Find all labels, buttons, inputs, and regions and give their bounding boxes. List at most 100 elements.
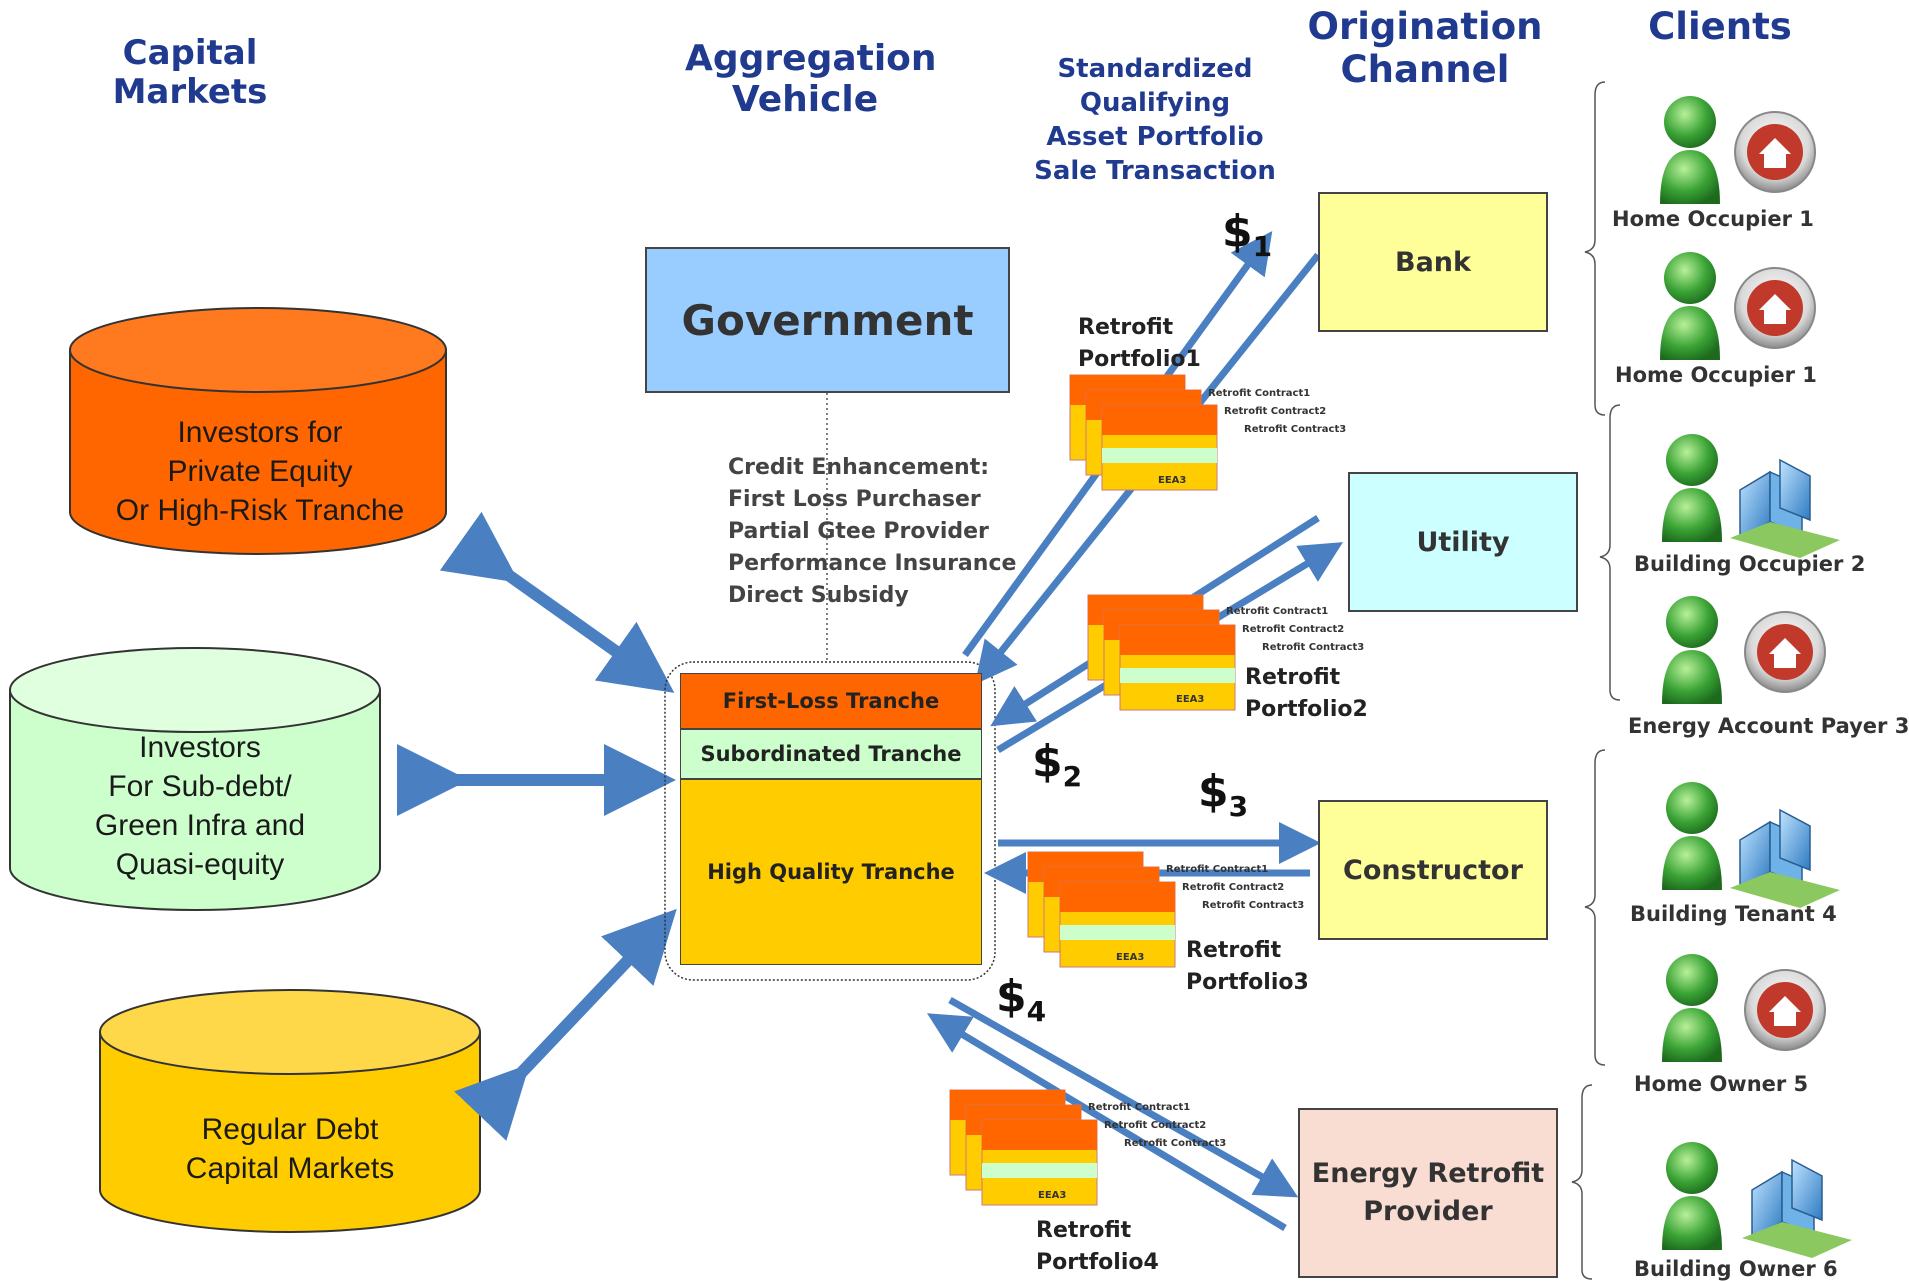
standardized-line-3: Asset Portfolio xyxy=(1046,122,1264,152)
dollar-subscript: 2 xyxy=(1062,760,1083,793)
aggregation-vehicle-header: Aggregation Vehicle xyxy=(685,38,937,121)
high-risk-investor-cylinder xyxy=(69,307,447,555)
sub-debt-investor-cylinder xyxy=(9,647,381,911)
origination-line-2: Channel xyxy=(1340,47,1510,91)
dollar-label-2: $2 xyxy=(1032,740,1082,791)
portfolio-stack-1 xyxy=(1069,374,1218,491)
subordinated-tranche: Subordinated Tranche xyxy=(680,729,982,779)
high-quality-tranche: High Quality Tranche xyxy=(680,779,982,965)
person-icon-6 xyxy=(1662,954,1722,1062)
home-icon-1 xyxy=(1734,111,1816,193)
credit-enhancement-title: Credit Enhancement: xyxy=(728,455,990,480)
standardized-header: Standardized Qualifying Asset Portfolio … xyxy=(1030,52,1280,188)
client-label-home-occupier-1a: Home Occupier 1 xyxy=(1612,207,1814,231)
sub-debt-line-1: Investors xyxy=(139,731,261,764)
double-arrow-high-risk xyxy=(439,511,675,693)
dollar-symbol: $ xyxy=(1032,736,1063,787)
portfolio-label-line: Portfolio2 xyxy=(1245,697,1368,722)
aggregation-vehicle-outline xyxy=(664,661,996,981)
client-label-building-tenant-4: Building Tenant 4 xyxy=(1630,902,1837,926)
origination-line-1: Origination xyxy=(1307,5,1543,48)
portfolio-label-line: Portfolio4 xyxy=(1036,1250,1159,1275)
portfolio-label-3: Retrofit Portfolio3 xyxy=(1186,935,1309,999)
high-risk-line-1: Investors for xyxy=(177,416,343,449)
retrofit-provider-line-2: Provider xyxy=(1363,1196,1493,1227)
dollar-label-4: $4 xyxy=(996,975,1046,1026)
client-label-energy-account-payer-3: Energy Account Payer 3 xyxy=(1628,714,1909,738)
regular-debt-cylinder xyxy=(99,989,481,1233)
building-icon-2 xyxy=(1730,808,1840,908)
high-risk-investor-label: Investors for Private Equity Or High-Ris… xyxy=(90,413,430,530)
person-icon-5 xyxy=(1662,782,1722,890)
portfolio-2-contract-2: Retrofit Contract2 xyxy=(1242,624,1345,635)
portfolio-label-line: Retrofit xyxy=(1186,938,1282,963)
portfolio-3-contract-3: Retrofit Contract3 xyxy=(1202,900,1305,911)
building-icon-1 xyxy=(1730,458,1840,558)
dollar-label-1: $1 xyxy=(1222,210,1272,261)
building-icon-3 xyxy=(1742,1158,1852,1258)
dollar-label-3: $3 xyxy=(1198,770,1248,821)
portfolio-label-line: Retrofit xyxy=(1078,315,1174,340)
portfolio-label-line: Retrofit xyxy=(1245,665,1341,690)
person-icon-3 xyxy=(1662,434,1722,542)
home-icon-2 xyxy=(1734,267,1816,349)
aggregation-line-2: Vehicle xyxy=(731,79,879,121)
portfolio-2-contract-1: Retrofit Contract1 xyxy=(1226,606,1329,617)
energy-retrofit-provider-box: Energy Retrofit Provider xyxy=(1298,1108,1558,1278)
first-loss-tranche: First-Loss Tranche xyxy=(680,673,982,729)
sub-debt-line-4: Quasi-equity xyxy=(115,848,285,881)
portfolio-label-4: Retrofit Portfolio4 xyxy=(1036,1215,1159,1279)
portfolio-label-line: Portfolio3 xyxy=(1186,970,1309,995)
standardized-line-2: Qualifying xyxy=(1079,88,1231,118)
dollar-symbol: $ xyxy=(996,971,1027,1022)
clients-header: Clients xyxy=(1648,5,1792,48)
person-icon-1 xyxy=(1660,96,1720,204)
bank-box: Bank xyxy=(1318,192,1548,332)
constructor-box: Constructor xyxy=(1318,800,1548,940)
regular-debt-line-2: Capital Markets xyxy=(185,1152,395,1185)
high-risk-line-3: Or High-Risk Tranche xyxy=(115,494,405,527)
portfolio-1-contract-2: Retrofit Contract2 xyxy=(1224,406,1327,417)
capital-markets-header: Capital Markets xyxy=(112,33,268,113)
regular-debt-line-1: Regular Debt xyxy=(201,1113,379,1146)
portfolio-label-line: Portfolio1 xyxy=(1078,347,1201,372)
portfolio-stack-4 xyxy=(949,1089,1098,1206)
double-arrow-regular-debt xyxy=(454,908,677,1141)
regular-debt-label: Regular Debt Capital Markets xyxy=(120,1110,460,1188)
aggregation-line-1: Aggregation xyxy=(685,38,937,79)
credit-enhancement-item: First Loss Purchaser xyxy=(728,487,981,512)
credit-enhancement-item: Partial Gtee Provider xyxy=(728,519,989,544)
dollar-subscript: 3 xyxy=(1228,790,1249,823)
government-box: Government xyxy=(645,247,1010,393)
sub-debt-investor-label: Investors For Sub-debt/ Green Infra and … xyxy=(30,728,370,884)
client-braces xyxy=(1571,81,1621,1280)
portfolio-1-contract-1: Retrofit Contract1 xyxy=(1208,388,1311,399)
client-label-building-owner-6: Building Owner 6 xyxy=(1634,1257,1838,1281)
home-icon-3 xyxy=(1744,611,1826,693)
origination-channel-header: Origination Channel xyxy=(1305,5,1545,91)
portfolio-3-eea: EEA3 xyxy=(1116,952,1145,963)
sub-debt-line-2: For Sub-debt/ xyxy=(108,770,292,803)
high-risk-line-2: Private Equity xyxy=(167,455,353,488)
portfolio-stack-2 xyxy=(1087,594,1236,711)
portfolio-4-contract-2: Retrofit Contract2 xyxy=(1104,1120,1207,1131)
portfolio-2-eea: EEA3 xyxy=(1176,694,1205,705)
credit-enhancement-item: Performance Insurance xyxy=(728,551,1017,576)
client-label-building-occupier-2: Building Occupier 2 xyxy=(1634,552,1866,576)
portfolio-label-1: Retrofit Portfolio1 xyxy=(1078,312,1201,376)
portfolio-1-eea: EEA3 xyxy=(1158,475,1187,486)
dollar-symbol: $ xyxy=(1198,766,1229,817)
portfolio-label-2: Retrofit Portfolio2 xyxy=(1245,662,1368,726)
portfolio-3-contract-1: Retrofit Contract1 xyxy=(1166,864,1269,875)
standardized-line-1: Standardized xyxy=(1057,54,1253,84)
dollar-subscript: 4 xyxy=(1026,995,1047,1028)
portfolio-4-eea: EEA3 xyxy=(1038,1190,1067,1201)
standardized-line-4: Sale Transaction xyxy=(1034,156,1276,186)
utility-box: Utility xyxy=(1348,472,1578,612)
portfolio-1-contract-3: Retrofit Contract3 xyxy=(1244,424,1347,435)
credit-enhancement-list: Credit Enhancement: First Loss Purchaser… xyxy=(728,452,1018,612)
retrofit-provider-line-1: Energy Retrofit xyxy=(1311,1158,1545,1189)
sub-debt-line-3: Green Infra and xyxy=(94,809,306,842)
person-icon-7 xyxy=(1662,1142,1722,1250)
